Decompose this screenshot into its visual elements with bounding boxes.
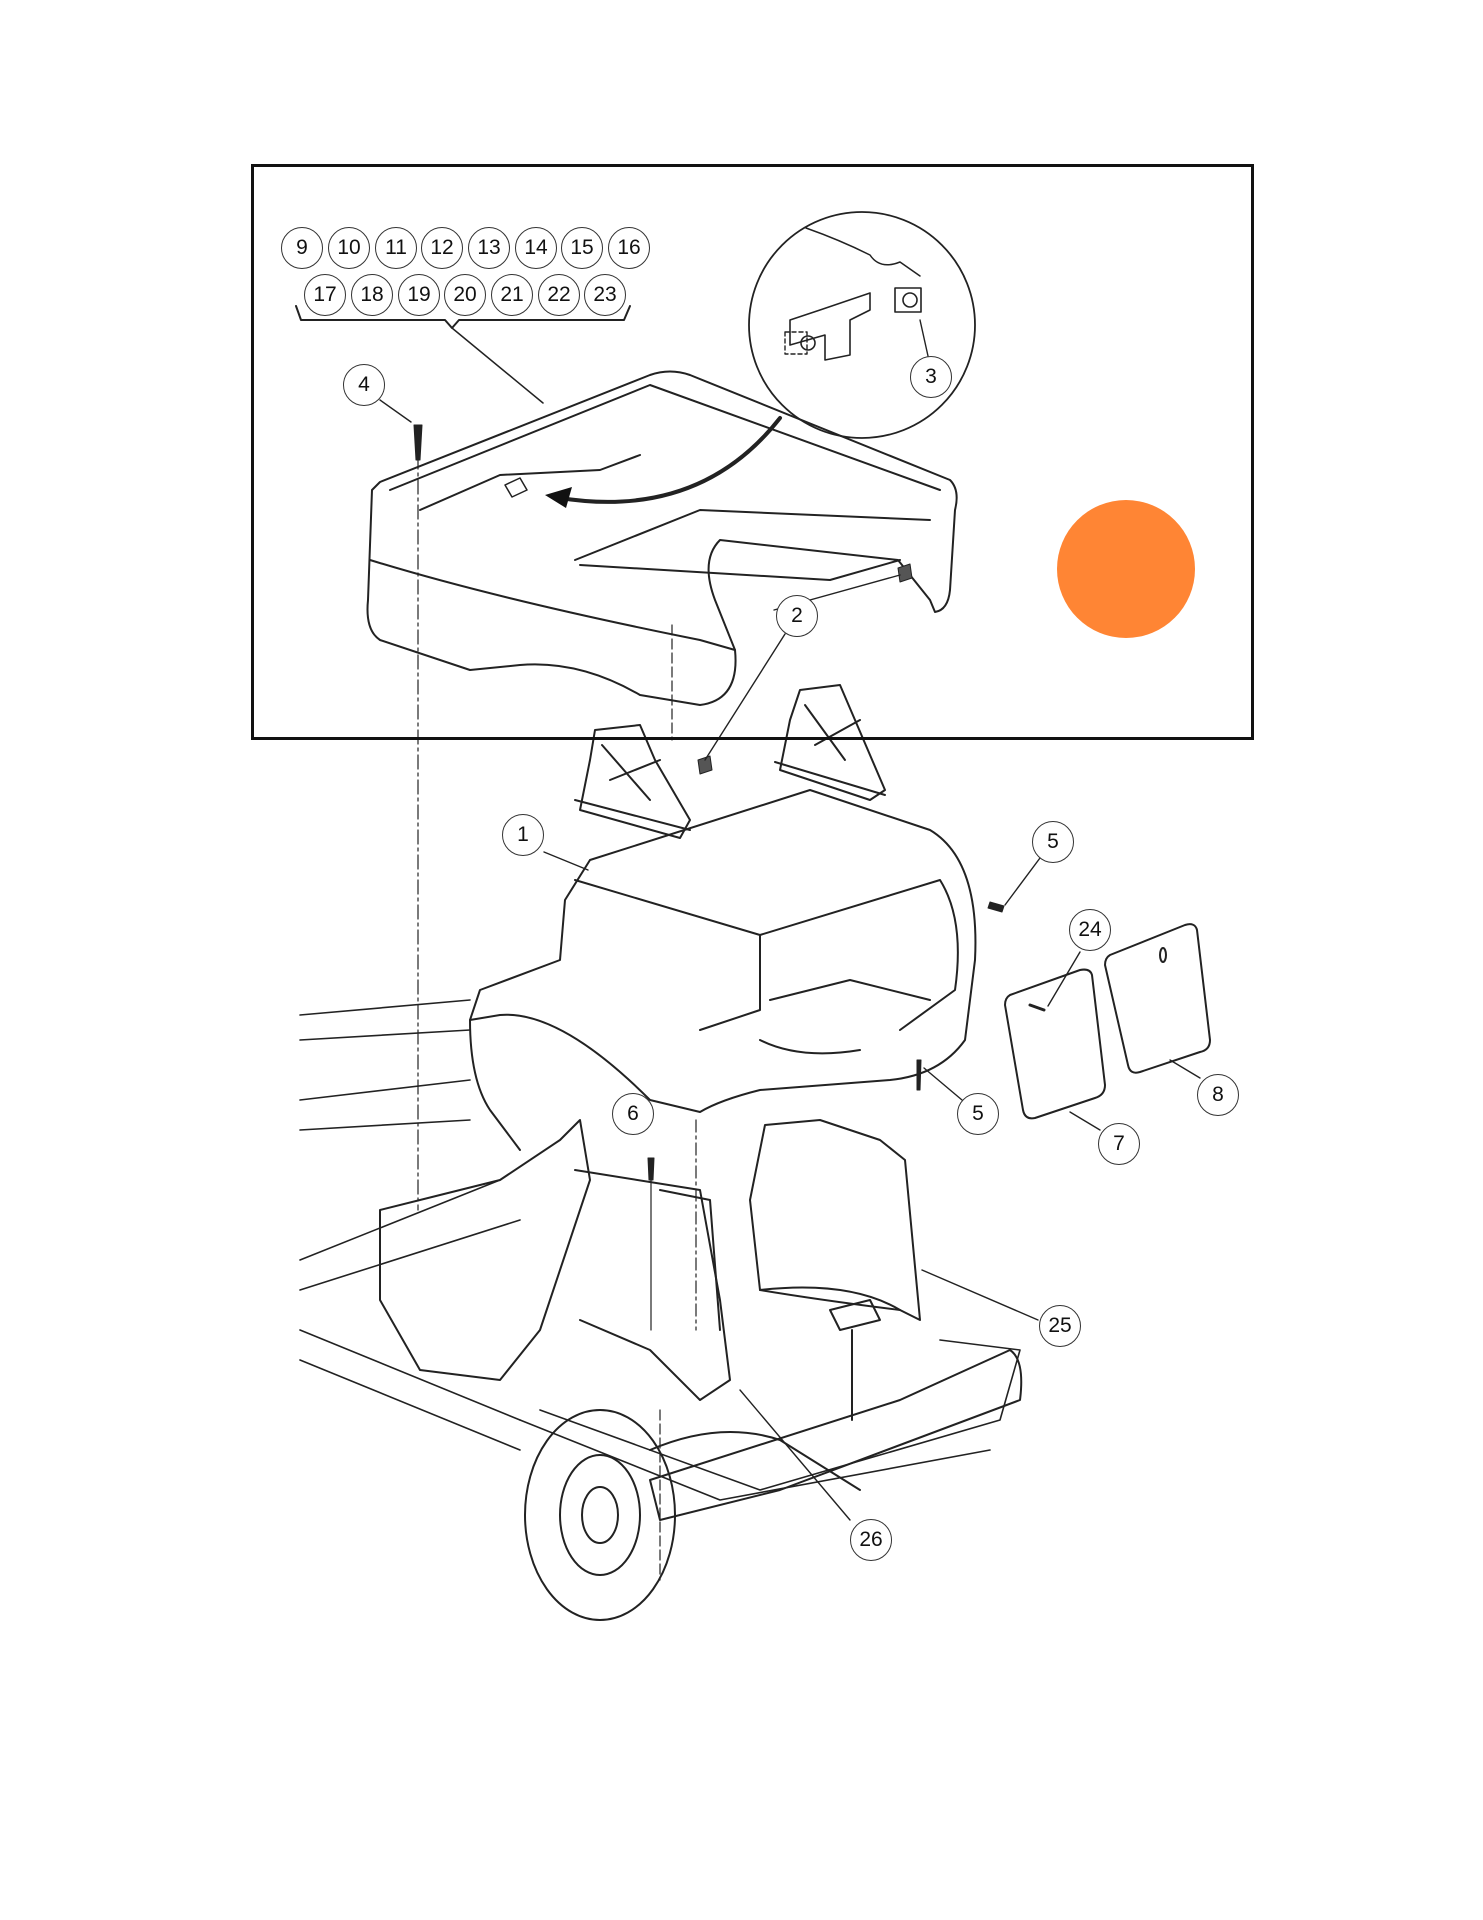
callout-18: 18 bbox=[351, 274, 393, 316]
callout-5-upper: 5 bbox=[1032, 821, 1074, 863]
access-panel-7 bbox=[1004, 968, 1106, 1120]
callout-21: 21 bbox=[491, 274, 533, 316]
callout-19: 19 bbox=[398, 274, 440, 316]
callout-8: 8 bbox=[1197, 1074, 1239, 1116]
rear-body-panel bbox=[469, 789, 977, 1151]
callout-20: 20 bbox=[444, 274, 486, 316]
callout-25: 25 bbox=[1039, 1305, 1081, 1347]
callout-3: 3 bbox=[910, 356, 952, 398]
callout-11: 11 bbox=[375, 227, 417, 269]
rear-wheel bbox=[524, 1409, 676, 1621]
callout-13: 13 bbox=[468, 227, 510, 269]
callout-16: 16 bbox=[608, 227, 650, 269]
seat-base-shell bbox=[366, 370, 958, 706]
callout-15: 15 bbox=[561, 227, 603, 269]
vehicle-chassis bbox=[299, 999, 1021, 1501]
seat-hinge-right bbox=[774, 684, 886, 801]
callout-9: 9 bbox=[281, 227, 323, 269]
callout-23: 23 bbox=[584, 274, 626, 316]
callout-22: 22 bbox=[538, 274, 580, 316]
callout-14: 14 bbox=[515, 227, 557, 269]
callout-2: 2 bbox=[776, 595, 818, 637]
access-panel-8 bbox=[1104, 923, 1211, 1074]
seat-support-frame bbox=[379, 1119, 921, 1401]
detail-magnifier bbox=[748, 211, 976, 439]
callout-24: 24 bbox=[1069, 909, 1111, 951]
callout-7: 7 bbox=[1098, 1123, 1140, 1165]
callout-4: 4 bbox=[343, 364, 385, 406]
callout-26: 26 bbox=[850, 1519, 892, 1561]
rear-bumper bbox=[649, 1349, 1023, 1521]
callout-6: 6 bbox=[612, 1093, 654, 1135]
callout-17: 17 bbox=[304, 274, 346, 316]
callout-12: 12 bbox=[421, 227, 463, 269]
highlight-marker bbox=[1057, 500, 1195, 638]
seat-hinge-left bbox=[574, 724, 691, 839]
callout-10: 10 bbox=[328, 227, 370, 269]
detail-arrow bbox=[558, 416, 782, 504]
callout-5-lower: 5 bbox=[957, 1093, 999, 1135]
callout-1: 1 bbox=[502, 814, 544, 856]
